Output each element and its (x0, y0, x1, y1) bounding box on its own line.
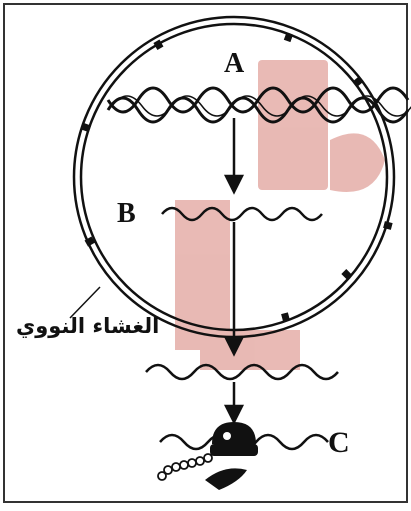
label-a: A (224, 48, 244, 80)
label-b: B (117, 198, 136, 230)
label-c: C (328, 426, 350, 460)
label-nuclear-membrane: الغشاء النووي (16, 314, 159, 338)
polypeptide-chain (158, 454, 212, 480)
trna-icon (205, 468, 247, 490)
ribosome-icon (210, 422, 258, 456)
